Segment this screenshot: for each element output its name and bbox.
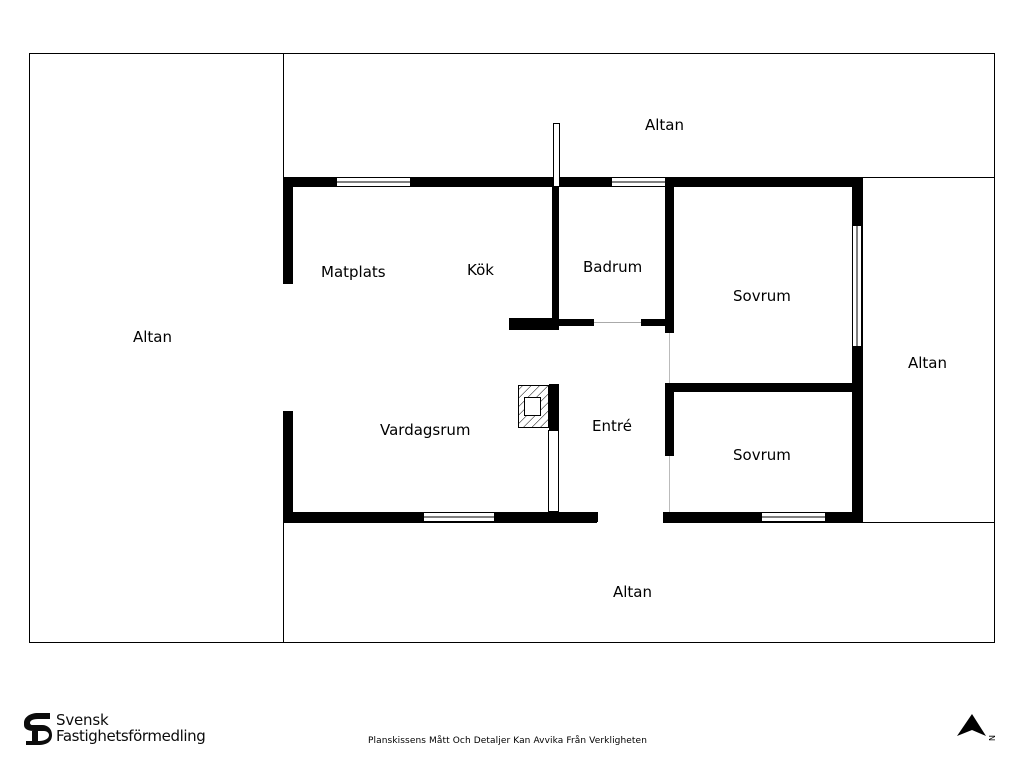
- left-door-gap: [282, 284, 294, 411]
- plan-disclaimer: Planskissens Mått Och Detaljer Kan Avvik…: [368, 736, 647, 746]
- north-arrow-icon: N: [957, 714, 997, 741]
- window-top-matplats: [336, 177, 411, 187]
- wall-right: [852, 177, 862, 522]
- room-label-matplats: Matplats: [321, 263, 386, 281]
- wall-top: [283, 177, 862, 187]
- terrace-right-outline: [862, 177, 995, 523]
- window-top-badrum: [611, 177, 666, 187]
- wall-bottom: [283, 512, 862, 522]
- room-label-kok: Kök: [467, 261, 494, 279]
- wall-kok-stub: [509, 318, 559, 330]
- window-bottom-sovrum: [761, 512, 826, 522]
- vent-pipe: [553, 123, 560, 187]
- room-label-altan-left: Altan: [133, 328, 172, 346]
- brand-name-line2: Fastighetsförmedling: [56, 727, 206, 745]
- wall-sovrum-divider: [665, 383, 855, 392]
- wall-vardagsrum-entre: [548, 430, 559, 512]
- terrace-top-outline: [283, 53, 995, 178]
- room-label-vardagsrum: Vardagsrum: [380, 421, 471, 439]
- wall-sovrum-left-mid: [665, 383, 674, 456]
- room-label-altan-top: Altan: [645, 116, 684, 134]
- room-label-entre: Entré: [592, 417, 632, 435]
- terrace-left-outline: [29, 53, 284, 643]
- window-bottom-vardagsrum: [423, 512, 495, 522]
- room-label-sovrum-upper: Sovrum: [733, 287, 791, 305]
- sf-logo-icon: [24, 713, 52, 745]
- brand-name-line1: Svensk: [56, 711, 109, 729]
- wall-badrum-bottom-right: [641, 319, 669, 326]
- wall-badrum-right: [665, 187, 674, 333]
- wall-kok-badrum: [552, 187, 559, 328]
- room-label-altan-bottom: Altan: [613, 583, 652, 601]
- north-label: N: [988, 735, 997, 741]
- wall-badrum-bottom-left: [559, 319, 594, 326]
- room-label-sovrum-lower: Sovrum: [733, 446, 791, 464]
- window-right-sovrum: [852, 225, 862, 347]
- wall-fireplace: [549, 384, 559, 431]
- room-label-badrum: Badrum: [583, 258, 642, 276]
- entrance-gap: [597, 511, 663, 523]
- fireplace-icon: [518, 385, 549, 428]
- room-label-altan-right: Altan: [908, 354, 947, 372]
